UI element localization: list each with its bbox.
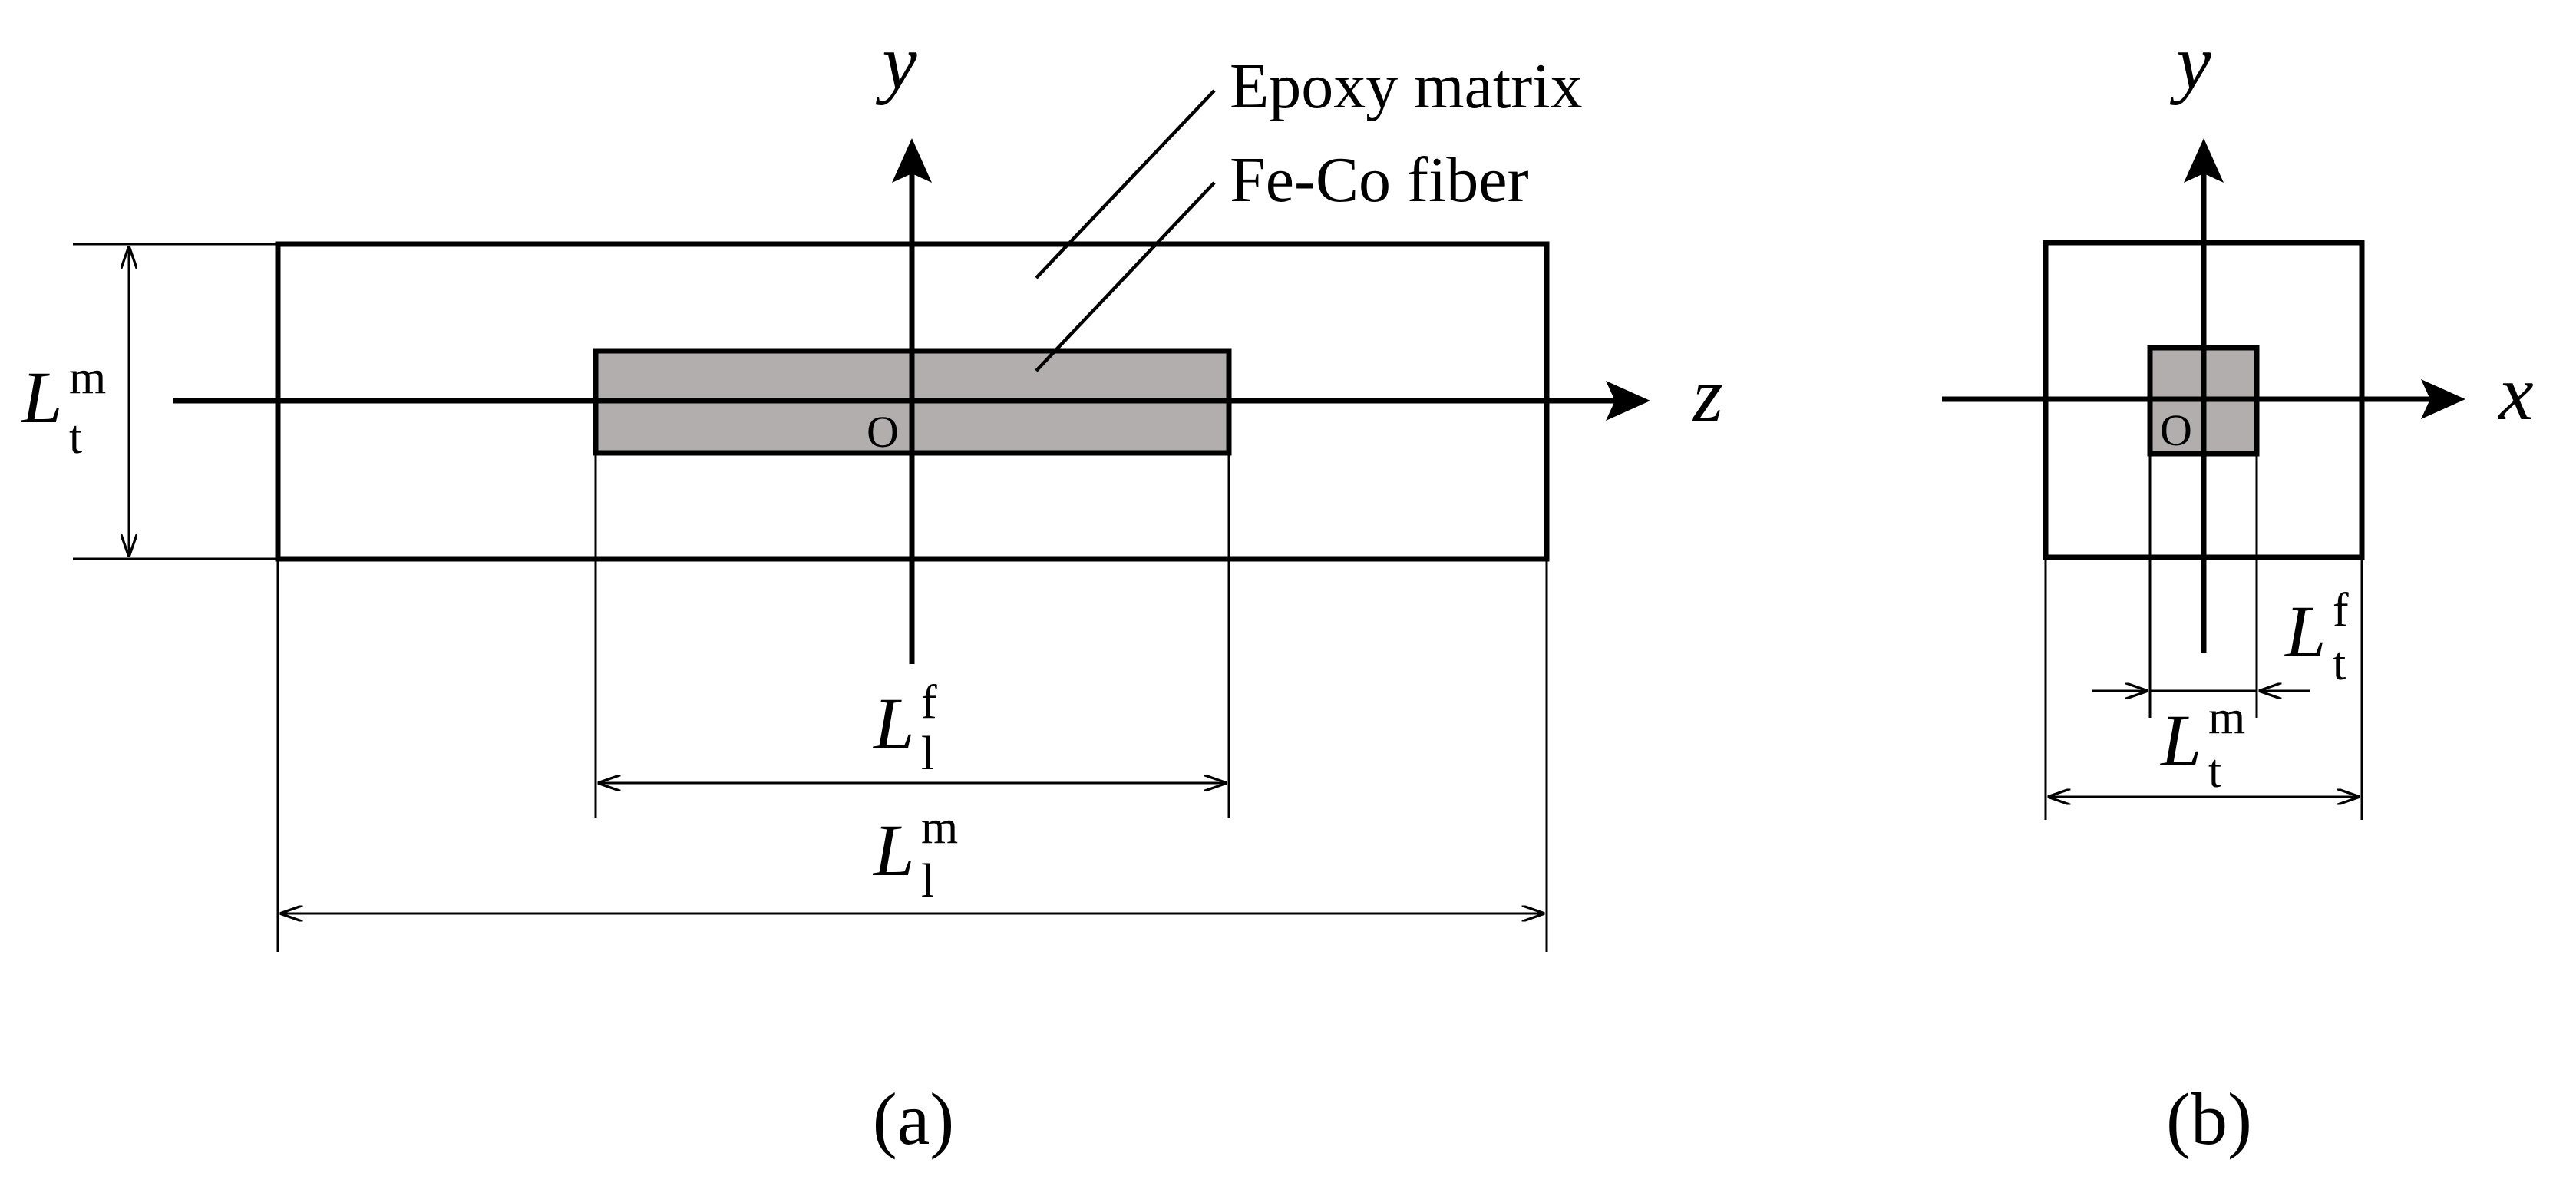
symbol: L bbox=[2284, 590, 2326, 672]
origin-label: O bbox=[867, 407, 899, 457]
subscript: l bbox=[921, 728, 934, 780]
z-axis-arrowhead bbox=[1606, 381, 1650, 421]
symbol: L bbox=[872, 809, 914, 891]
superscript: f bbox=[2333, 584, 2349, 636]
panel-b: y x O L f t L m t (b) bbox=[1942, 19, 2534, 1160]
matrix-leader-line bbox=[1035, 89, 1216, 279]
matrix-length-label: L m l bbox=[872, 801, 958, 907]
fiber-thickness-label: L f t bbox=[2284, 584, 2349, 690]
y-axis-b-arrowhead bbox=[2184, 138, 2224, 183]
x-axis-label: x bbox=[2497, 350, 2533, 437]
fiber-label: Fe-Co fiber bbox=[1230, 144, 1529, 216]
fiber-length-label: L f l bbox=[872, 676, 937, 780]
panel-a: y z O Epoxy matrix Fe-Co fiber L m t L f… bbox=[20, 19, 1723, 1160]
subscript: t bbox=[69, 411, 82, 464]
superscript: m bbox=[2208, 692, 2245, 744]
caption-b: (b) bbox=[2166, 1078, 2252, 1160]
matrix-thickness-b-label: L m t bbox=[2159, 692, 2245, 798]
subscript: l bbox=[921, 855, 934, 907]
matrix-label: Epoxy matrix bbox=[1230, 51, 1583, 122]
caption-a: (a) bbox=[873, 1078, 955, 1160]
y-axis-arrowhead bbox=[892, 138, 932, 183]
y-axis-label: y bbox=[875, 19, 917, 106]
z-axis-label: z bbox=[1691, 352, 1723, 438]
symbol: L bbox=[872, 682, 914, 765]
superscript: m bbox=[921, 801, 958, 854]
y-axis-b-label: y bbox=[2169, 19, 2211, 106]
x-axis-arrowhead bbox=[2421, 379, 2465, 419]
symbol: L bbox=[20, 356, 62, 438]
fiber-leader-line bbox=[1035, 181, 1216, 372]
subscript: t bbox=[2208, 745, 2221, 798]
symbol: L bbox=[2159, 699, 2201, 781]
superscript: f bbox=[921, 676, 937, 729]
matrix-thickness-label: L m t bbox=[20, 352, 106, 464]
superscript: m bbox=[69, 352, 106, 404]
origin-b-label: O bbox=[2160, 405, 2192, 455]
subscript: t bbox=[2333, 638, 2346, 690]
